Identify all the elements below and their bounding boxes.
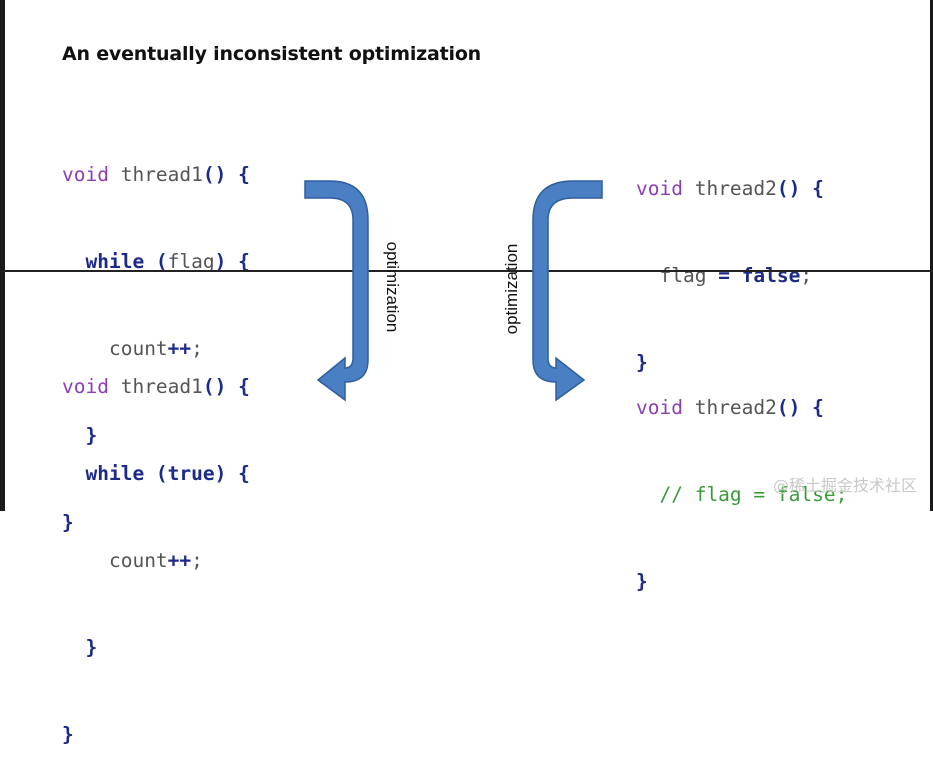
code-line: count++; bbox=[62, 546, 250, 575]
parens: () bbox=[202, 375, 227, 398]
close-brace: } bbox=[85, 424, 98, 447]
keyword-false: false bbox=[741, 264, 801, 287]
increment-op: ++ bbox=[167, 337, 192, 360]
code-block-thread2-original: void thread2() { flag = false; } bbox=[636, 116, 824, 406]
indent bbox=[62, 549, 109, 572]
variable-count: count bbox=[108, 337, 168, 360]
condition: flag bbox=[167, 250, 215, 273]
semicolon: ; bbox=[800, 264, 813, 287]
close-paren: ) bbox=[214, 250, 227, 273]
code-line: void thread2() { bbox=[636, 393, 847, 422]
indent bbox=[62, 636, 85, 659]
close-brace: } bbox=[636, 351, 648, 374]
code-block-thread1-original: void thread1() { while (flag) { count++;… bbox=[62, 102, 250, 566]
keyword-while: while bbox=[85, 250, 145, 273]
keyword-void: void bbox=[62, 163, 109, 186]
parens: () bbox=[202, 163, 227, 186]
open-brace: { bbox=[226, 375, 250, 398]
keyword-true: true bbox=[167, 462, 215, 485]
assign-op: = bbox=[706, 264, 730, 287]
close-brace: } bbox=[85, 636, 98, 659]
code-line: } bbox=[62, 421, 250, 450]
parens: () bbox=[776, 396, 801, 419]
function-name: thread1 bbox=[108, 375, 203, 398]
code-line: // flag = false; bbox=[636, 480, 847, 509]
section-divider bbox=[0, 270, 933, 272]
close-brace: } bbox=[62, 723, 74, 746]
parens: () bbox=[776, 177, 801, 200]
code-line: void thread2() { bbox=[636, 174, 824, 203]
commented-out-code: // flag = false; bbox=[659, 483, 848, 506]
open-brace: { bbox=[226, 250, 250, 273]
optimization-arrows bbox=[304, 180, 603, 402]
semicolon: ; bbox=[191, 549, 203, 572]
function-name: thread1 bbox=[108, 163, 203, 186]
keyword-void: void bbox=[636, 177, 683, 200]
keyword-void: void bbox=[62, 375, 109, 398]
optimization-label-right: optimization bbox=[502, 243, 521, 335]
open-paren: ( bbox=[144, 462, 168, 485]
code-line: while (true) { bbox=[62, 459, 250, 488]
close-paren: ) bbox=[214, 462, 227, 485]
code-block-thread2-optimized: void thread2() { // flag = false; } bbox=[636, 335, 847, 625]
open-paren: ( bbox=[144, 250, 168, 273]
code-line: void thread1() { bbox=[62, 372, 250, 401]
open-brace: { bbox=[226, 462, 250, 485]
slide-title: An eventually inconsistent optimization bbox=[62, 43, 482, 65]
open-brace: { bbox=[226, 163, 250, 186]
code-line: flag = false; bbox=[636, 261, 824, 290]
curved-arrow-right-icon bbox=[532, 180, 603, 402]
code-line: void thread1() { bbox=[62, 160, 250, 189]
variable-count: count bbox=[108, 549, 168, 572]
function-name: thread2 bbox=[682, 396, 777, 419]
increment-op: ++ bbox=[167, 549, 192, 572]
code-line: count++; bbox=[62, 334, 250, 363]
function-name: thread2 bbox=[682, 177, 777, 200]
right-border bbox=[930, 0, 933, 511]
left-border bbox=[0, 0, 5, 511]
code-line: while (flag) { bbox=[62, 247, 250, 276]
code-line: } bbox=[636, 348, 824, 377]
code-line: } bbox=[636, 567, 847, 596]
optimization-label-left: optimization bbox=[383, 241, 402, 333]
code-line: } bbox=[62, 633, 250, 662]
variable-flag: flag bbox=[659, 264, 707, 287]
code-line: } bbox=[62, 720, 250, 749]
keyword-void: void bbox=[636, 396, 683, 419]
curved-arrow-left-icon bbox=[304, 180, 369, 402]
watermark: @稀土掘金技术社区 bbox=[772, 476, 917, 495]
open-brace: { bbox=[800, 177, 824, 200]
keyword-while: while bbox=[85, 462, 145, 485]
close-brace: } bbox=[636, 570, 648, 593]
open-brace: { bbox=[800, 396, 824, 419]
semicolon: ; bbox=[191, 337, 203, 360]
